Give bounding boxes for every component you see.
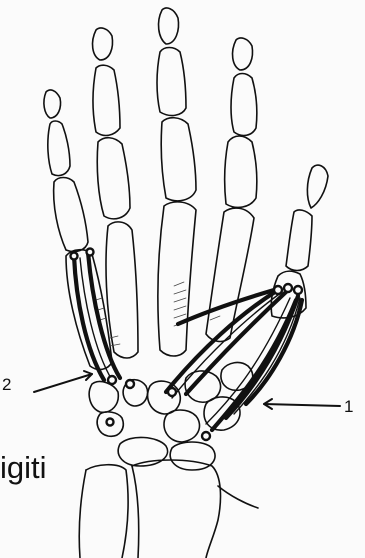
forearm-bones xyxy=(79,460,258,558)
label-2: 2 xyxy=(2,376,11,393)
middle-finger-phalanges xyxy=(157,8,196,201)
ring-finger-phalanges xyxy=(93,28,130,219)
little-finger-phalanges xyxy=(44,90,88,252)
metacarpals xyxy=(66,202,254,370)
label-1: 1 xyxy=(344,398,353,415)
caption-fragment: igiti xyxy=(0,452,47,483)
index-finger-phalanges xyxy=(225,38,257,207)
